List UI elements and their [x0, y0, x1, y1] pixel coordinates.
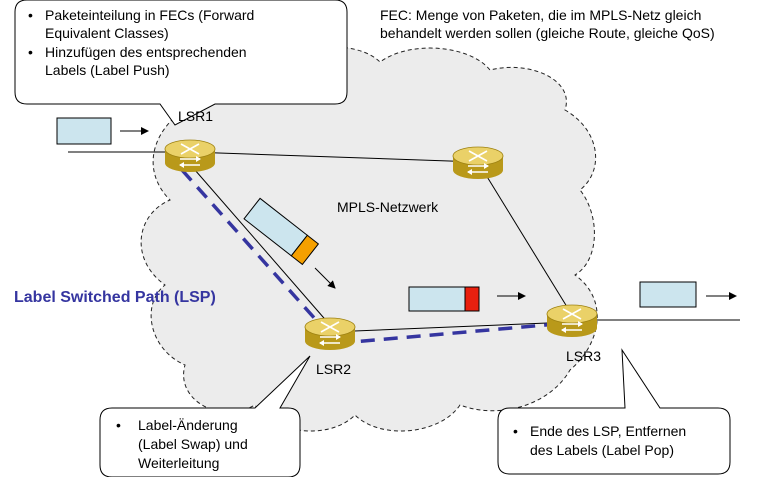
- callout-bullet-2: •: [28, 44, 33, 60]
- callout-label-swap: • Label-Änderung (Label Swap) und Weiter…: [99, 355, 311, 477]
- callout-text-line: Ende des LSP, Entfernen: [530, 423, 686, 439]
- router-lsr1: [164, 139, 216, 173]
- callout-bullet: •: [116, 417, 121, 433]
- packet-outgoing: [639, 281, 737, 308]
- router-lsr4: [452, 146, 504, 180]
- packet-incoming: [56, 117, 149, 145]
- router-label-lsr2: LSR2: [316, 361, 351, 377]
- callout-text-line: Label-Änderung: [138, 417, 238, 433]
- link-lsr1-lsr2: [187, 161, 331, 326]
- network-label: MPLS-Netzwerk: [337, 199, 439, 215]
- callout-text-line: Labels (Label Push): [45, 62, 170, 78]
- lsp-path: [180, 168, 581, 344]
- router-label-lsr3: LSR3: [566, 348, 601, 364]
- link-lsr1-lsr4: [189, 151, 479, 163]
- lsp-label: Label Switched Path (LSP): [14, 289, 216, 306]
- callout-bullet-1: •: [28, 7, 33, 23]
- fec-definition-line: FEC: Menge von Paketen, die im MPLS-Netz…: [380, 7, 701, 23]
- fec-definition-line: behandelt werden sollen (gleiche Route, …: [380, 25, 715, 41]
- fec-definition: FEC: Menge von Paketen, die im MPLS-Netz…: [380, 7, 715, 41]
- router-lsr3: [546, 304, 598, 338]
- network-cloud: [140, 46, 598, 432]
- callout-text-line: Weiterleitung: [138, 455, 219, 471]
- link-lsr4-lsr3: [477, 161, 573, 316]
- callout-text-line: (Label Swap) und: [138, 436, 248, 452]
- callout-text-line: Hinzufügen des entsprechenden: [45, 44, 247, 60]
- callout-text-line: Equivalent Classes): [45, 25, 169, 41]
- router-lsr2: [304, 317, 356, 351]
- callout-text-line: Paketeinteilung in FECs (Forward: [45, 7, 254, 23]
- callout-label-push: • Paketeinteilung in FECs (Forward Equiv…: [14, 0, 348, 126]
- callout-label-pop: • Ende des LSP, Entfernen des Labels (La…: [497, 348, 731, 475]
- packet-labeled-red: [408, 286, 526, 312]
- network-links: [68, 151, 740, 333]
- callout-text-line: des Labels (Label Pop): [530, 442, 674, 458]
- callout-bullet: •: [513, 423, 518, 439]
- packet-labeled-orange: [243, 197, 336, 289]
- link-lsr2-lsr3: [329, 321, 573, 333]
- router-label-lsr1: LSR1: [178, 108, 213, 124]
